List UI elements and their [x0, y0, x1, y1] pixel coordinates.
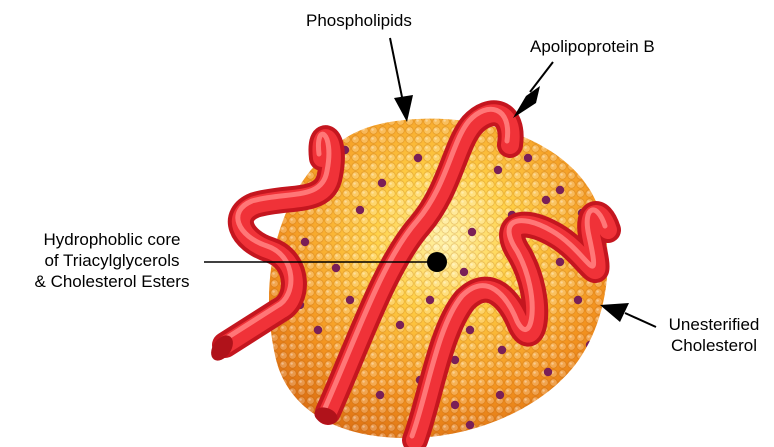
cholesterol-dot: [396, 321, 404, 329]
cholesterol-dot: [356, 206, 364, 214]
cholesterol-dot: [376, 391, 384, 399]
cholesterol-dot: [378, 179, 386, 187]
cholesterol-dot: [544, 368, 552, 376]
hydrophobic-core-label: Hydrophoblic core of Triacylglycerols & …: [18, 229, 206, 292]
core-label-line-2: of Triacylglycerols: [18, 250, 206, 271]
apolipoprotein-arrowhead: [513, 86, 540, 118]
cholesterol-dot: [494, 166, 502, 174]
core-label-line-1: Hydrophoblic core: [18, 229, 206, 250]
cholesterol-dot: [414, 154, 422, 162]
core-pointer-dot: [427, 252, 447, 272]
cholesterol-label-line-1: Unesterified: [655, 314, 773, 335]
cholesterol-dot: [496, 391, 504, 399]
cholesterol-dot: [466, 326, 474, 334]
core-label-line-3: & Cholesterol Esters: [18, 271, 206, 292]
cholesterol-arrow-line: [625, 313, 656, 327]
cholesterol-dot: [524, 154, 532, 162]
cholesterol-dot: [332, 264, 340, 272]
cholesterol-dot: [574, 296, 582, 304]
cholesterol-dot: [460, 268, 468, 276]
cholesterol-dot: [586, 341, 594, 349]
cholesterol-dot: [301, 238, 309, 246]
cholesterol-dot: [426, 296, 434, 304]
apolipoprotein-b-label-text: Apolipoprotein B: [530, 36, 655, 57]
phospholipids-arrow-line: [390, 38, 403, 102]
cholesterol-arrowhead: [600, 303, 629, 322]
apolipoprotein-b-label: Apolipoprotein B: [530, 36, 655, 57]
cholesterol-dot: [542, 196, 550, 204]
cholesterol-dot: [468, 228, 476, 236]
cholesterol-dot: [556, 258, 564, 266]
cholesterol-dot: [498, 346, 506, 354]
phospholipids-label: Phospholipids: [306, 10, 412, 31]
cholesterol-dot: [314, 326, 322, 334]
cholesterol-dot: [466, 421, 474, 429]
unesterified-cholesterol-label: Unesterified Cholesterol: [655, 314, 773, 356]
cholesterol-dot: [346, 296, 354, 304]
phospholipids-arrowhead: [394, 95, 413, 122]
cholesterol-dot: [556, 186, 564, 194]
apolipoprotein-arrow-line: [530, 62, 553, 92]
phospholipids-label-text: Phospholipids: [306, 10, 412, 31]
cholesterol-label-line-2: Cholesterol: [655, 335, 773, 356]
cholesterol-dot: [451, 401, 459, 409]
